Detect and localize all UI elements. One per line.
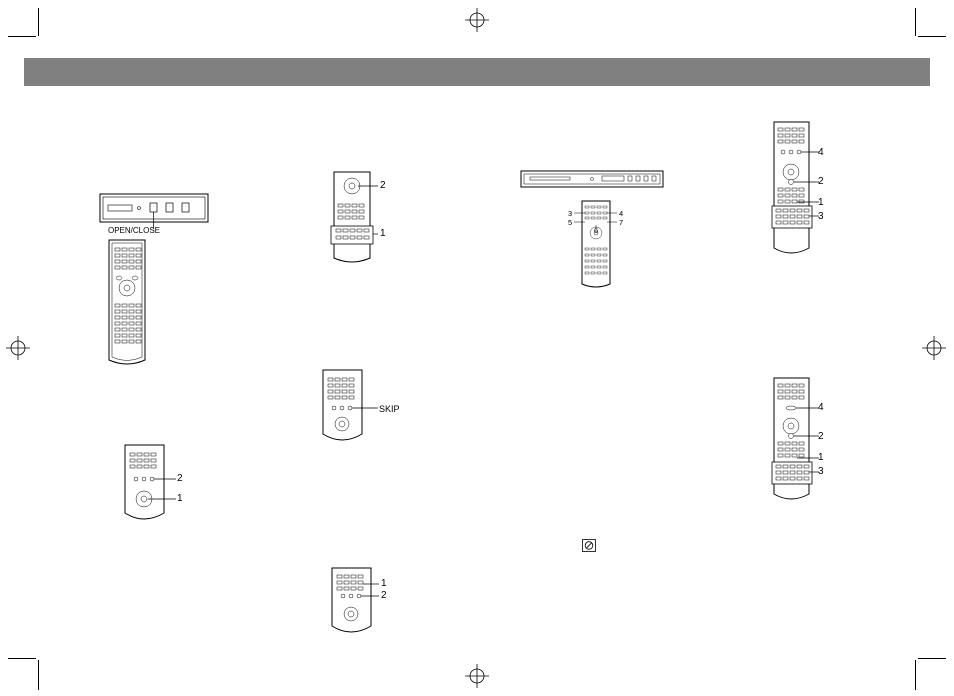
callout-number: 3 bbox=[818, 212, 824, 222]
callout-number: 7 bbox=[619, 218, 623, 228]
header-band bbox=[24, 58, 930, 86]
callout-number: 4 bbox=[818, 148, 824, 158]
callout-number: 3 bbox=[818, 467, 824, 477]
callout-number: 5 bbox=[568, 218, 572, 228]
callout-number: 4 bbox=[818, 403, 824, 413]
remote-control-illustration bbox=[122, 443, 178, 527]
remote-control-illustration bbox=[320, 368, 380, 450]
callout-number: 2 bbox=[380, 181, 386, 191]
prohibited-icon bbox=[582, 539, 596, 552]
callout-number: 6 bbox=[594, 226, 598, 236]
registration-mark-right bbox=[922, 336, 946, 360]
remote-control-illustration bbox=[328, 170, 378, 268]
callout-number: 1 bbox=[818, 453, 824, 463]
open-close-label: OPEN/CLOSE bbox=[108, 226, 160, 236]
remote-control-illustration bbox=[771, 120, 821, 260]
registration-mark-left bbox=[6, 336, 30, 360]
registration-mark-bottom bbox=[465, 664, 489, 688]
dvd-player-front-illustration bbox=[520, 170, 664, 190]
remote-control-illustration bbox=[329, 566, 381, 638]
callout-number: 1 bbox=[818, 198, 824, 208]
callout-number: 2 bbox=[818, 177, 824, 187]
callout-number: 1 bbox=[381, 579, 387, 589]
callout-number: 1 bbox=[380, 229, 386, 239]
registration-mark-top bbox=[465, 8, 489, 32]
remote-control-illustration bbox=[107, 238, 147, 368]
callout-number: 1 bbox=[177, 494, 183, 504]
skip-label: SKIP bbox=[379, 404, 400, 414]
remote-control-illustration bbox=[771, 376, 821, 506]
callout-number: 2 bbox=[381, 591, 387, 601]
callout-number: 2 bbox=[818, 432, 824, 442]
callout-number: 2 bbox=[177, 474, 183, 484]
